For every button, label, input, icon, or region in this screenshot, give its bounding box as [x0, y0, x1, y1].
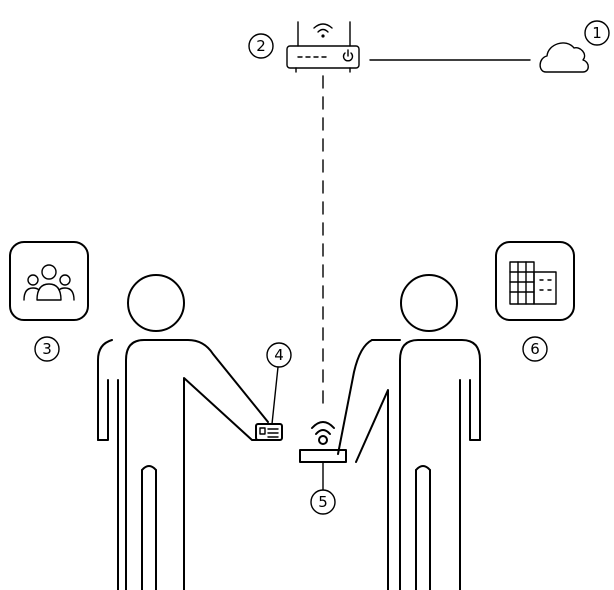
callout-badge-6: 6 — [522, 336, 548, 362]
people-group-icon — [23, 264, 75, 301]
id-card-icon — [255, 423, 283, 441]
svg-text:4: 4 — [274, 346, 284, 364]
svg-text:2: 2 — [256, 37, 266, 55]
svg-text:1: 1 — [592, 24, 602, 42]
callout-badge-2: 2 — [248, 33, 274, 59]
people-group-tile — [9, 241, 89, 321]
svg-text:6: 6 — [530, 340, 540, 358]
building-icon — [509, 261, 557, 305]
callout-badge-4: 4 — [266, 342, 292, 368]
wireless-reader-icon — [299, 421, 347, 463]
building-tile — [495, 241, 575, 321]
svg-text:5: 5 — [318, 493, 328, 511]
callout-badge-1: 1 — [584, 20, 610, 46]
svg-text:3: 3 — [42, 340, 52, 358]
person-right — [337, 274, 481, 590]
callout-badge-5: 5 — [310, 489, 336, 515]
callout-4-leader — [271, 366, 279, 425]
callout-badge-3: 3 — [34, 336, 60, 362]
router-icon — [286, 21, 360, 73]
person-left — [97, 274, 269, 590]
cloud-icon — [539, 42, 589, 73]
